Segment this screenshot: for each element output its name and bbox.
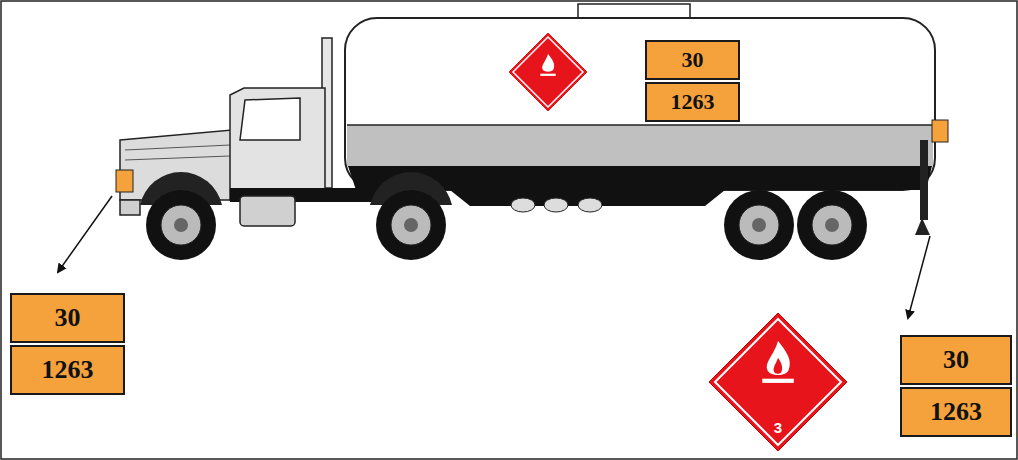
leader-arrow [908, 236, 930, 318]
hazard-plate: 301263 [645, 40, 740, 122]
class-number: 3 [708, 419, 848, 436]
front-plate [116, 170, 133, 192]
hazard-id-number: 30 [900, 335, 1012, 385]
hazard-plate: 301263 [10, 293, 125, 395]
wheels [146, 190, 867, 260]
tank-placard [508, 32, 588, 112]
hazard-plate: 301263 [900, 335, 1012, 437]
un-number: 1263 [645, 82, 740, 122]
rear-plate [932, 120, 948, 142]
hazard-id-number: 30 [645, 40, 740, 80]
un-number: 1263 [900, 387, 1012, 437]
un-number: 1263 [10, 345, 125, 395]
hazard-placard: 3 [708, 312, 848, 452]
hazard-id-number: 30 [10, 293, 125, 343]
leader-arrow [58, 196, 112, 272]
